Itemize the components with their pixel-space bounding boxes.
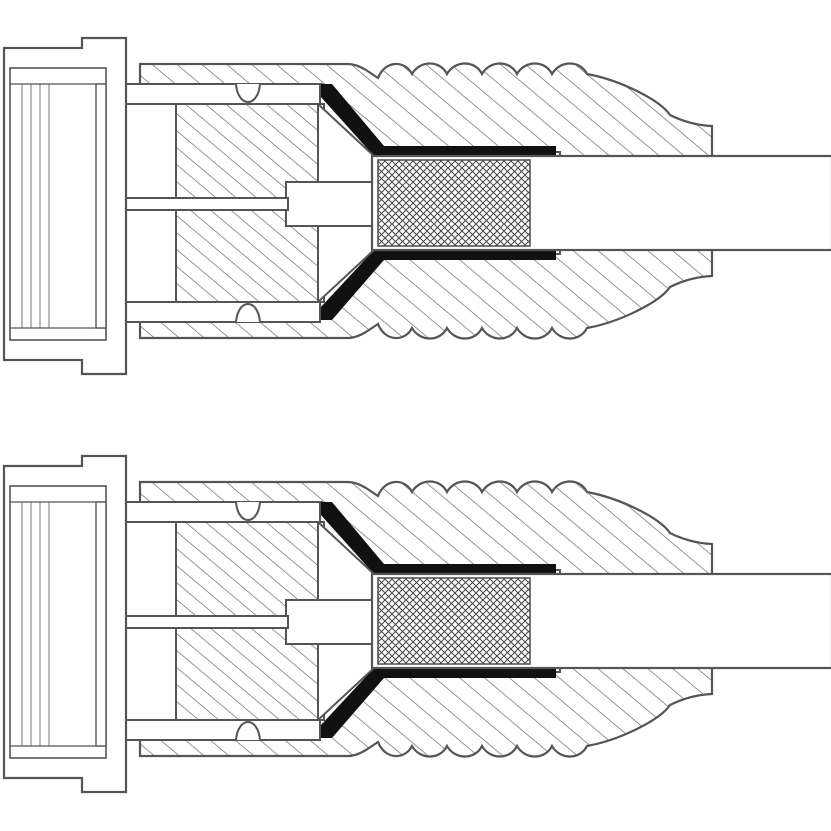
connector-bottom [2,454,831,794]
connector-top [2,36,831,376]
